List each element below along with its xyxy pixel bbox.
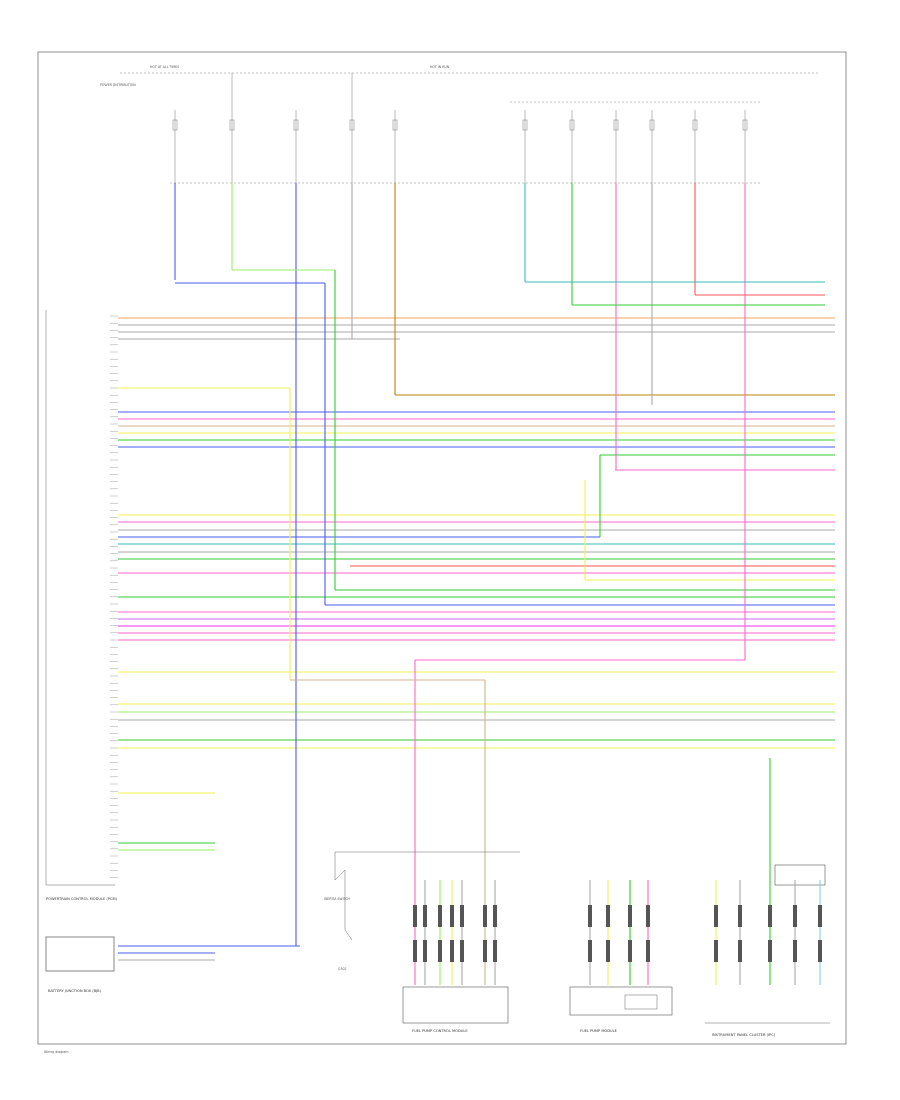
fpm-label: FUEL PUMP MODULE	[580, 1029, 618, 1033]
footer-code: Wiring diagram	[44, 1050, 68, 1054]
ipc-label: INSTRUMENT PANEL CLUSTER (IPC)	[712, 1033, 776, 1037]
fuse-8	[649, 119, 655, 131]
pin-block-lower-1	[423, 940, 427, 962]
pin-block-lower-4	[460, 940, 464, 962]
vertical-wires	[174, 183, 825, 946]
pin-block-0	[413, 905, 417, 927]
pin-block-8	[606, 905, 610, 927]
pin-block-lower-9	[628, 940, 632, 962]
pin-block-lower-6	[493, 940, 497, 962]
fuse-4	[392, 119, 398, 131]
fuse-10	[742, 119, 748, 131]
battery-junction-box	[45, 936, 115, 972]
fuel-pump-module-connector	[569, 986, 673, 1016]
pin-block-lower-14	[793, 940, 797, 962]
pin-block-lower-10	[646, 940, 650, 962]
ipc-connector-block	[774, 864, 826, 886]
pin-block-3	[450, 905, 454, 927]
bottom-connector-pins	[413, 880, 822, 985]
pin-block-5	[483, 905, 487, 927]
pin-block-4	[460, 905, 464, 927]
pin-block-9	[628, 905, 632, 927]
pin-block-lower-7	[588, 940, 592, 962]
fuse-7	[613, 119, 619, 131]
pin-block-10	[646, 905, 650, 927]
pin-block-11	[714, 905, 718, 927]
power-feeds	[172, 73, 748, 183]
horizontal-wires	[118, 317, 835, 961]
power-distribution-note: POWER DISTRIBUTION	[100, 83, 136, 87]
pin-block-7	[588, 905, 592, 927]
pin-block-lower-13	[768, 940, 772, 962]
fpcm-label: FUEL PUMP CONTROL MODULE	[412, 1029, 468, 1033]
fuel-pump-control-module-connector	[402, 986, 509, 1024]
fuse-2	[293, 119, 299, 131]
pcm-pin-column	[110, 315, 118, 878]
diagram-frame	[37, 51, 847, 1045]
hot-at-all-times-note: HOT AT ALL TIMES	[150, 65, 179, 69]
pin-block-1	[423, 905, 427, 927]
pin-block-lower-12	[738, 940, 742, 962]
fuse-0	[172, 119, 178, 131]
pin-block-lower-3	[450, 940, 454, 962]
pin-block-lower-15	[818, 940, 822, 962]
pin-block-15	[818, 905, 822, 927]
pin-block-6	[493, 905, 497, 927]
hot-in-run-note: HOT IN RUN	[430, 65, 450, 69]
fuse-1	[229, 119, 235, 131]
pin-block-lower-0	[413, 940, 417, 962]
ground-label: G302	[338, 967, 347, 971]
inertia-switch-label: INERTIA SWITCH	[324, 897, 351, 901]
fuse-5	[522, 119, 528, 131]
fuse-3	[349, 119, 355, 131]
fuel-level-sensor-block	[624, 994, 658, 1010]
pin-block-lower-8	[606, 940, 610, 962]
pin-block-13	[768, 905, 772, 927]
fuse-6	[569, 119, 575, 131]
pin-block-2	[438, 905, 442, 927]
pin-block-lower-2	[438, 940, 442, 962]
pin-block-lower-11	[714, 940, 718, 962]
pin-block-12	[738, 905, 742, 927]
pin-block-14	[793, 905, 797, 927]
pin-block-lower-5	[483, 940, 487, 962]
inertia-switch-symbol	[334, 869, 353, 941]
fuse-9	[692, 119, 698, 131]
bjb-label: BATTERY JUNCTION BOX (BJB)	[48, 989, 102, 993]
pcm-label: POWERTRAIN CONTROL MODULE (PCM)	[46, 897, 118, 901]
